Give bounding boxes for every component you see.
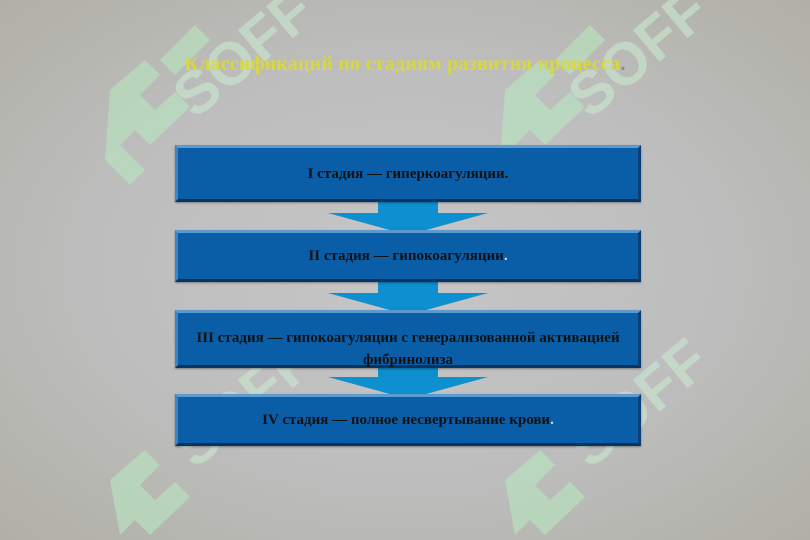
stage-2-label: II стадия — гипокоагуляции — [308, 248, 504, 264]
soff-logo-icon — [505, 450, 585, 535]
arrow-down-2 — [328, 279, 488, 315]
stage-3-label: III стадия — гипокоагуляции с генерализо… — [196, 330, 620, 368]
stage-box-2: II стадия — гипокоагуляции. — [175, 230, 641, 282]
stage-box-4: IV стадия — полное несвертывание крови. — [175, 394, 641, 446]
stage-1-label: I стадия — гиперкоагуляции. — [307, 165, 509, 182]
stage-4-label: IV стадия — полное несвертывание крови — [262, 412, 551, 428]
slide-title: Классификаций по стадиям развития процес… — [0, 53, 810, 76]
soff-logo-icon — [110, 450, 190, 535]
stage-box-1: I стадия — гиперкоагуляции. — [175, 145, 641, 202]
arrow-down-3 — [328, 363, 488, 399]
arrow-down-1 — [328, 199, 488, 235]
slide-title-text: Классификаций по стадиям развития процес… — [184, 53, 621, 75]
soff-logo-icon — [105, 25, 210, 185]
stage-box-3: III стадия — гипокоагуляции с генерализо… — [175, 310, 641, 368]
slide-title-period: . — [620, 53, 626, 75]
watermark-top-left: SOFF — [105, 0, 326, 185]
